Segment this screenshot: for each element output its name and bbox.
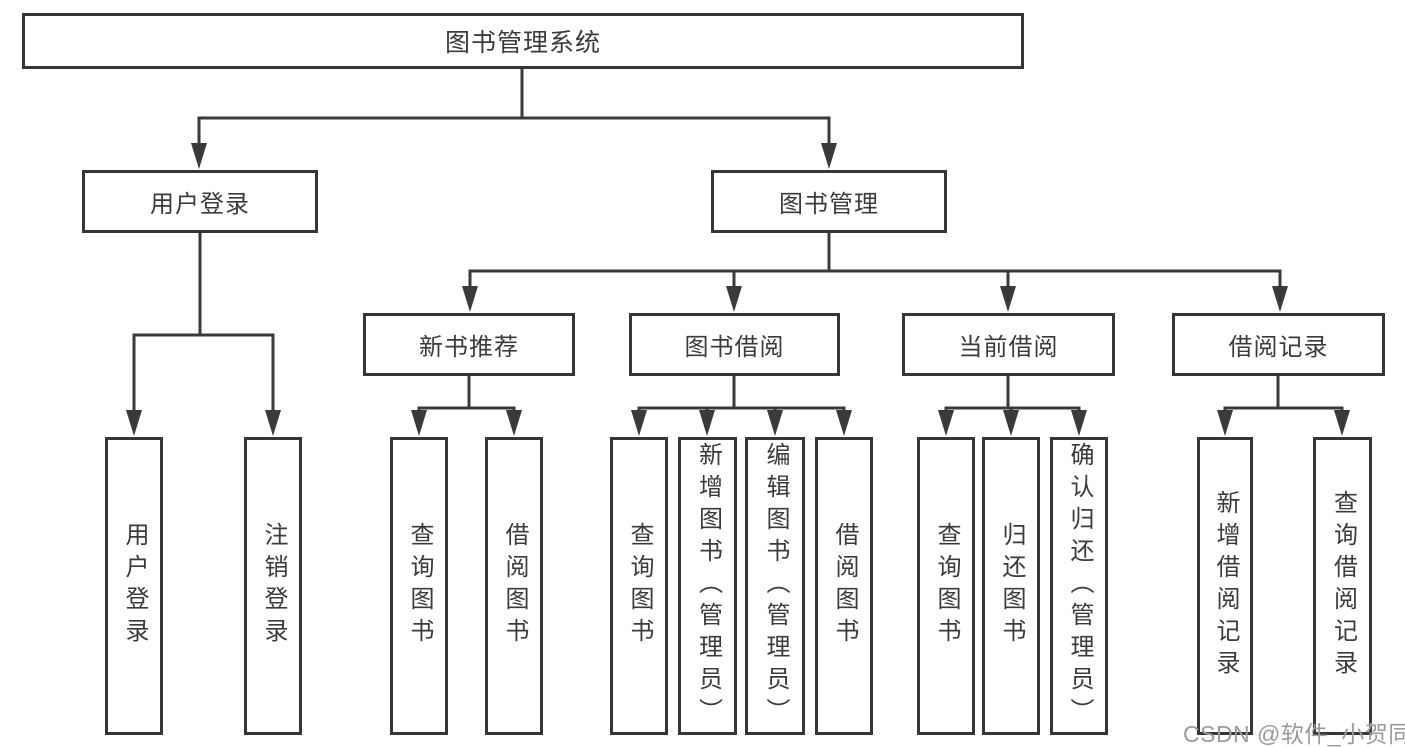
leaf-query-book-current: 查询图书 [917,437,975,735]
node-label: 用户登录 [121,522,148,650]
node-current-borrowing: 当前借阅 [902,313,1115,376]
node-label: 新书推荐 [419,334,519,361]
node-label: 图书借阅 [684,334,785,361]
leaf-borrow-book-recommend: 借阅图书 [485,437,543,735]
leaf-add-borrow-record: 新增借阅记录 [1197,437,1253,735]
leaf-edit-book-admin: 编辑图书（管理员） [745,437,805,735]
node-library-management-system: 图书管理系统 [22,13,1024,69]
node-label: 新增图书（管理员） [694,442,722,730]
node-label: 查询借阅记录 [1329,490,1357,682]
node-label: 新增借阅记录 [1212,490,1239,682]
leaf-return-book: 归还图书 [982,437,1040,735]
node-label: 确认归还（管理员） [1066,442,1093,730]
leaf-query-book-borrowing: 查询图书 [610,437,668,735]
leaf-confirm-return-admin: 确认归还（管理员） [1050,437,1108,735]
node-label: 图书管理系统 [444,29,601,57]
node-new-book-recommend: 新书推荐 [363,313,575,376]
leaf-add-book-admin: 新增图书（管理员） [678,437,737,735]
node-label: 查询图书 [406,522,433,650]
node-label: 用户登录 [150,191,250,218]
node-book-borrowing: 图书借阅 [629,313,840,376]
leaf-borrow-book: 借阅图书 [815,437,873,735]
node-label: 归还图书 [998,522,1025,650]
node-label: 查询图书 [933,522,960,650]
node-label: 编辑图书（管理员） [762,442,789,730]
leaf-logout: 注销登录 [244,437,302,735]
node-label: 当前借阅 [958,334,1059,361]
node-label: 查询图书 [626,522,653,650]
node-label: 注销登录 [260,522,287,650]
node-label: 图书管理 [779,191,879,218]
leaf-user-login: 用户登录 [105,437,163,735]
csdn-watermark: CSDN @软件_小贺同学 [1183,721,1405,747]
node-borrowing-records: 借阅记录 [1172,313,1385,376]
leaf-query-book-recommend: 查询图书 [390,437,448,735]
node-user-login: 用户登录 [82,170,318,233]
node-label: 借阅记录 [1228,334,1329,361]
leaf-query-borrow-record: 查询借阅记录 [1313,437,1372,735]
node-book-management: 图书管理 [711,170,947,233]
node-label: 借阅图书 [501,522,528,650]
node-label: 借阅图书 [831,522,858,650]
